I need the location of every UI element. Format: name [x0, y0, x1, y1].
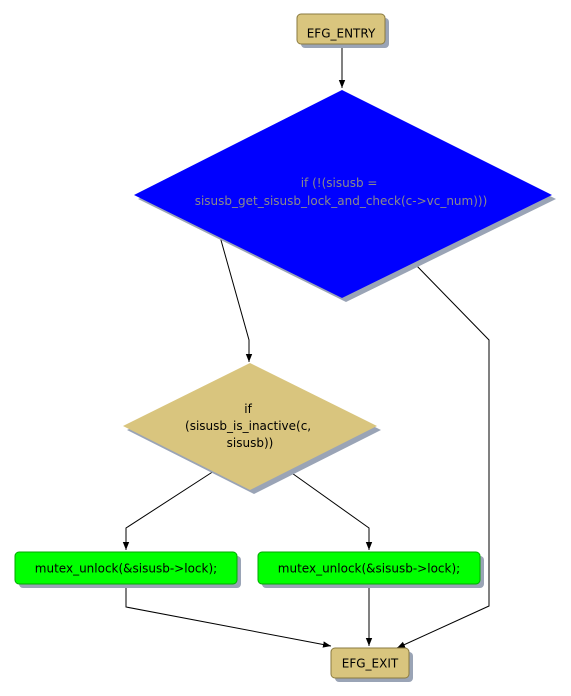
- edge-unlock-left-to-exit: [125, 584, 332, 648]
- edge-cond1-to-exit: [396, 262, 490, 649]
- decision-sisusb-lock-check-label: if (!(sisusb = sisusb_get_sisusb_lock_an…: [195, 176, 488, 208]
- exit-node: EFG_EXIT: [330, 647, 413, 682]
- action-unlock-right: mutex_unlock(&sisusb->lock);: [257, 551, 484, 588]
- edges: [122, 46, 490, 649]
- entry-node: EFG_ENTRY: [296, 13, 389, 48]
- exit-label: EFG_EXIT: [342, 657, 399, 671]
- edge-cond1-to-cond2: [218, 232, 253, 362]
- decision-sisusb-inactive-label: if (sisusb_is_inactive(c, sisusb)): [185, 402, 315, 450]
- action-unlock-left: mutex_unlock(&sisusb->lock);: [14, 551, 241, 588]
- entry-label: EFG_ENTRY: [307, 27, 376, 41]
- decision-sisusb-lock-check: if (!(sisusb = sisusb_get_sisusb_lock_an…: [134, 90, 556, 302]
- decision-sisusb-inactive: if (sisusb_is_inactive(c, sisusb)): [123, 363, 381, 494]
- edge-cond2-to-unlock-left: [122, 470, 215, 550]
- edge-cond2-to-unlock-right: [288, 470, 373, 550]
- action-unlock-right-label: mutex_unlock(&sisusb->lock);: [278, 562, 460, 576]
- action-unlock-left-label: mutex_unlock(&sisusb->lock);: [35, 562, 217, 576]
